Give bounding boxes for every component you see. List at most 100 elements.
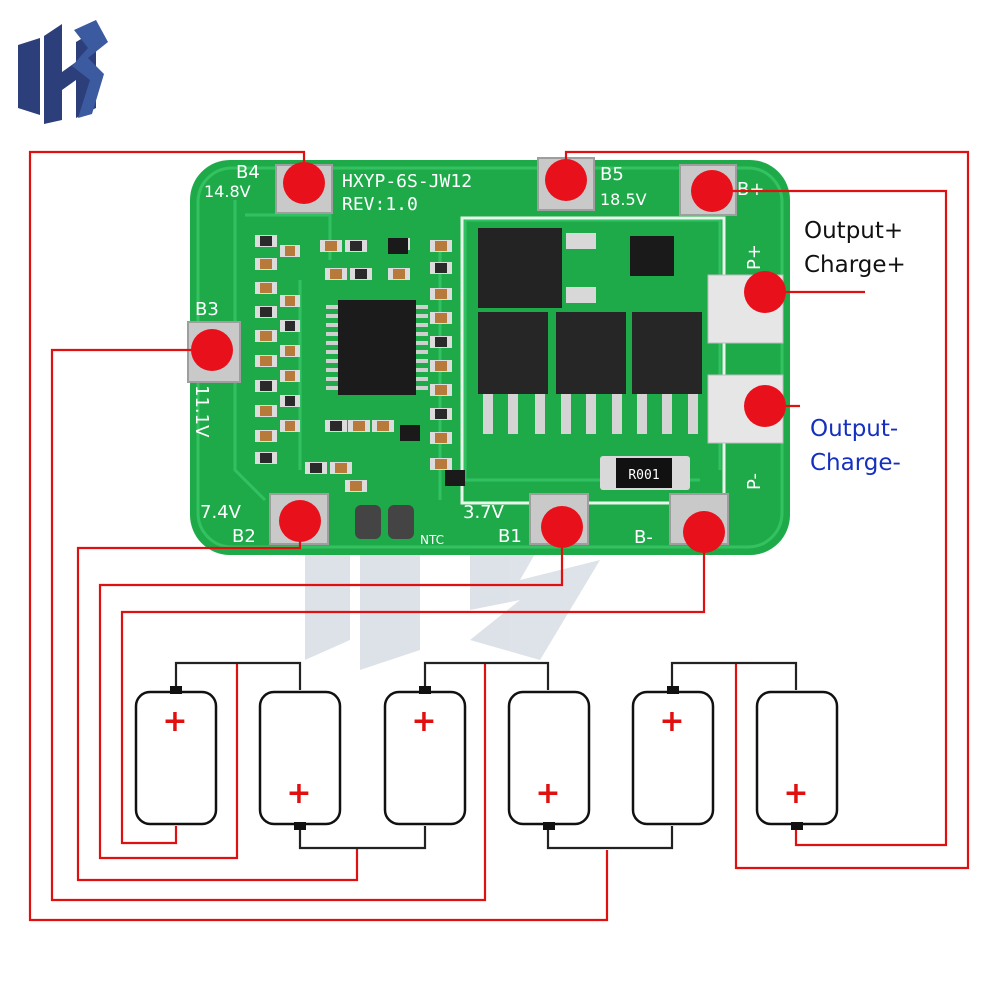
pad-label-pminus: P- [744,473,765,490]
connection-dot [744,385,786,427]
red-wire [50,348,487,902]
battery-cell: + [631,686,715,826]
smd-part [255,452,277,464]
cell-link-wire [174,661,302,690]
pad-voltage-b1: 3.7V [463,502,505,523]
output-minus-label: Output- [810,416,898,442]
output-plus-label: Output+ [804,218,903,244]
charge-plus-label: Charge+ [804,252,906,278]
mosfet-array [478,228,702,434]
resistor-code: R001 [628,468,659,483]
pad-label-b2: B2 [232,526,256,547]
smd-part [280,345,300,357]
battery-cell: + [258,690,342,830]
positive-terminal [419,686,431,694]
plus-sign-icon: + [286,776,311,811]
smd-components [255,235,465,492]
connection-dot [545,159,587,201]
red-wire [564,150,970,870]
battery-cells: + + + + + + [134,686,839,830]
ntc-thermistor-pads: NTC [355,505,444,547]
red-wire [76,518,359,882]
positive-terminal [543,822,555,830]
smd-part [305,462,327,474]
pad-label-b5: B5 [600,164,624,185]
board-model: HXYP-6S-JW12 [342,171,472,192]
smd-part [255,235,277,247]
charge-minus-label: Charge- [810,450,901,476]
smd-part [255,282,277,294]
smd-part [372,420,394,432]
pad-label-b3: B3 [195,299,219,320]
smd-part [280,420,300,432]
battery-cell: + [755,690,839,830]
plus-sign-icon: + [535,776,560,811]
sot23-transistor [400,425,420,441]
smd-part [325,268,347,280]
ntc-label: NTC [420,533,444,547]
positive-terminal [667,686,679,694]
cell-link-wire [423,661,550,690]
plus-sign-icon: + [659,704,684,739]
smd-part [430,384,452,396]
smd-part [430,432,452,444]
smd-part [430,240,452,252]
pad-label-b4: B4 [236,162,260,183]
smd-part [255,380,277,392]
cell-link-wire [670,661,798,690]
smd-part [430,360,452,372]
connection-dots [191,159,786,553]
pad-label-bplus: B+ [737,179,764,200]
red-wire [28,150,609,922]
connection-dot [744,271,786,313]
shunt-resistor: R001 [600,456,690,490]
smd-part [345,240,367,252]
smd-part [345,480,367,492]
smd-part [255,355,277,367]
connection-dot [683,511,725,553]
plus-sign-icon: + [411,704,436,739]
smd-part [348,420,370,432]
smd-part [280,245,300,257]
smd-part [255,405,277,417]
protection-ic [326,300,428,395]
battery-cell: + [383,686,467,826]
smd-part [255,430,277,442]
red-wire [712,189,948,847]
red-wire [120,530,706,845]
smd-part [430,336,452,348]
hs-logo-icon [18,20,108,124]
connection-dot [191,329,233,371]
smd-part [430,262,452,274]
smd-part [388,268,410,280]
connection-dot [279,500,321,542]
smd-part [350,268,372,280]
smd-part [280,395,300,407]
pad-voltage-b2: 7.4V [200,502,242,523]
battery-cell: + [134,686,218,826]
sot23-transistor [445,470,465,486]
pad-label-b1: B1 [498,526,522,547]
cell-link-wire [546,826,674,850]
positive-terminal [294,822,306,830]
connection-dot [541,506,583,548]
smd-part [280,370,300,382]
smd-part [255,306,277,318]
red-wire [98,518,564,860]
pad-voltage-b4: 14.8V [204,182,251,201]
positive-terminal [791,822,803,830]
smd-part [430,312,452,324]
connection-dot [283,162,325,204]
smd-part [430,458,452,470]
pad-label-bminus: B- [634,527,653,548]
board-revision: REV:1.0 [342,194,418,215]
plus-sign-icon: + [783,776,808,811]
smd-part [280,320,300,332]
positive-terminal [170,686,182,694]
smd-part [255,258,277,270]
smd-part [430,288,452,300]
smd-part [430,408,452,420]
smd-part [320,240,342,252]
wiring [28,150,970,922]
